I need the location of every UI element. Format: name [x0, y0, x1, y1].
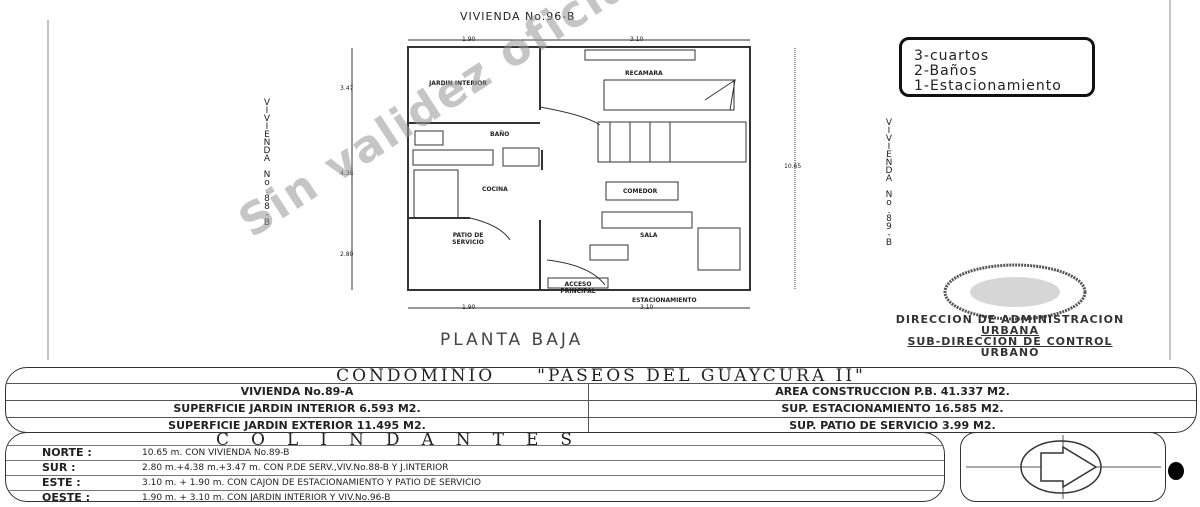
floor-plan-drawing: [47, 0, 1171, 360]
stamp-line-2: URBANA: [980, 324, 1040, 337]
dim-bottom-right: 3.10: [640, 304, 654, 311]
dim-left-2: 4.38: [340, 170, 354, 177]
boundary-key: SUR :: [42, 461, 76, 474]
house-title: VIVIENDA No.96-B: [460, 10, 576, 23]
note-rooms: 3-cuartos: [914, 48, 990, 64]
vivienda-number: VIVIENDA No.89-A: [6, 383, 588, 400]
parking-area: SUP. ESTACIONAMIENTO 16.585 M2.: [589, 400, 1196, 417]
boundary-row-este: ESTE : 3.10 m. + 1.90 m. CON CAJON DE EST…: [6, 475, 944, 490]
right-neighbor-label: VIVIENDA No.89-B: [884, 118, 894, 246]
boundary-value: 2.80 m.+4.38 m.+3.47 m. CON P.DE SERV.,V…: [142, 463, 449, 473]
service-patio-area: SUP. PATIO DE SERVICIO 3.99 M2.: [589, 417, 1196, 432]
north-arrow-icon: [966, 435, 1161, 499]
features-note-box: 3-cuartos 2-Baños 1-Estacionamiento: [899, 37, 1095, 97]
dim-right-total: 10.65: [784, 163, 802, 170]
dim-top-right: 3.10: [630, 36, 644, 43]
boundary-value: 10.65 m. CON VIVIENDA No.89-B: [142, 448, 290, 458]
room-estacionamiento: ESTACIONAMIENTO: [632, 297, 697, 304]
note-parking: 1-Estacionamiento: [914, 78, 1062, 94]
note-baths: 2-Baños: [914, 63, 978, 79]
room-acceso: ACCESO PRINCIPAL: [560, 281, 596, 295]
left-neighbor-label: VIVIENDA No.88-B: [262, 98, 272, 226]
boundary-key: ESTE :: [42, 476, 81, 489]
stamp-line-4: URBANO: [980, 346, 1040, 359]
ink-blot: [1168, 462, 1184, 480]
colindantes-table: COLINDANTES NORTE : 10.65 m. CON VIVIENDA…: [5, 432, 945, 502]
jardin-interior-area: SUPERFICIE JARDIN INTERIOR 6.593 M2.: [6, 400, 588, 417]
stamp-text: DIRECCION DE ADMINISTRACION URBANA SUB-D…: [845, 314, 1175, 358]
condominio-table: CONDOMINIO "PASEOS DEL GUAYCURA II" VIVI…: [5, 367, 1197, 433]
room-recamara: RECAMARA: [625, 70, 663, 77]
boundary-value: 3.10 m. + 1.90 m. CON CAJON DE ESTACIONA…: [142, 478, 482, 488]
dim-top-left: 1.90: [462, 36, 476, 43]
boundary-key: OESTE :: [42, 491, 91, 502]
condominio-title: CONDOMINIO "PASEOS DEL GUAYCURA II": [336, 367, 866, 386]
dim-left-3: 2.80: [340, 251, 354, 258]
boundary-row-oeste: OESTE : 1.90 m. + 3.10 m. CON JARDIN INTE…: [6, 490, 944, 502]
room-patio-servicio: PATIO DE SERVICIO: [452, 232, 484, 246]
boundary-row-sur: SUR : 2.80 m.+4.38 m.+3.47 m. CON P.DE SE…: [6, 460, 944, 475]
room-comedor: COMEDOR: [623, 188, 658, 195]
room-jardin-interior: JARDIN INTERIOR: [429, 80, 487, 87]
room-cocina: COCINA: [482, 186, 508, 193]
stamp-line-3: SUB-DIRECCION DE CONTROL: [907, 335, 1113, 348]
boundary-row-norte: NORTE : 10.65 m. CON VIVIENDA No.89-B: [6, 445, 944, 460]
official-seal-icon: [943, 263, 1087, 321]
dim-bottom-left: 1.90: [462, 304, 476, 311]
colindantes-title: COLINDANTES: [216, 432, 594, 450]
jardin-exterior-area: SUPERFICIE JARDIN EXTERIOR 11.495 M2.: [6, 417, 588, 432]
dim-left-1: 3.47: [340, 85, 354, 92]
construction-area: AREA CONSTRUCCION P.B. 41.337 M2.: [589, 383, 1196, 400]
stamp-line-1: DIRECCION DE ADMINISTRACION: [895, 313, 1125, 326]
boundary-key: NORTE :: [42, 446, 92, 459]
boundary-value: 1.90 m. + 3.10 m. CON JARDIN INTERIOR Y …: [142, 493, 391, 502]
plan-title: PLANTA BAJA: [440, 330, 584, 350]
room-sala: SALA: [640, 232, 658, 239]
north-arrow-box: [960, 432, 1166, 502]
room-bano: BAÑO: [490, 131, 510, 138]
